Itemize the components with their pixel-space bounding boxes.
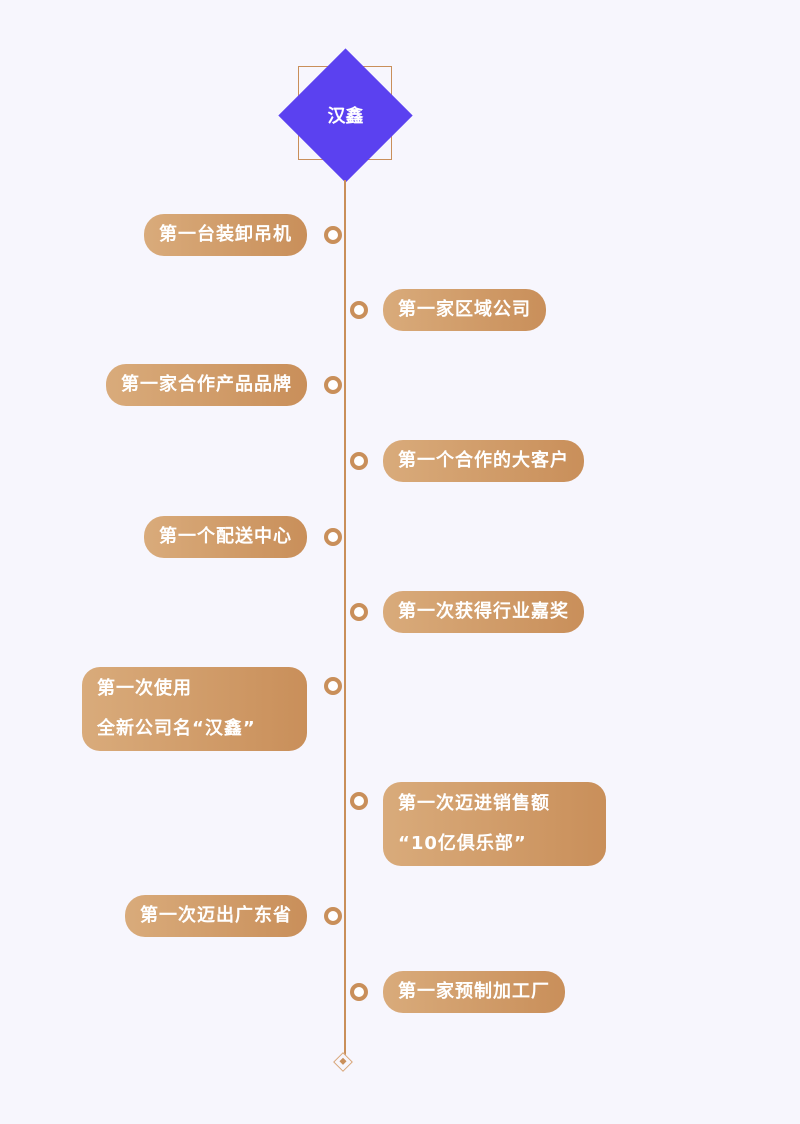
milestone-2: 第一家区域公司 [383,289,546,331]
milestone-10: 第一家预制加工厂 [383,971,565,1013]
milestone-3: 第一家合作产品品牌 [106,364,307,406]
timeline-dot [350,301,368,319]
timeline-line [344,180,346,1056]
milestone-4: 第一个合作的大客户 [383,440,584,482]
timeline-dot [350,792,368,810]
milestone-8: 第一次迈进销售额 “10亿俱乐部” [383,782,606,866]
timeline-dot [350,603,368,621]
timeline-end-diamond-icon [333,1052,353,1072]
timeline-dot [350,452,368,470]
timeline-dot [324,376,342,394]
milestone-9: 第一次迈出广东省 [125,895,307,937]
timeline-dot [324,677,342,695]
timeline-dot [350,983,368,1001]
timeline-dot [324,907,342,925]
milestone-6: 第一次获得行业嘉奖 [383,591,584,633]
milestone-7-line-2: 全新公司名“汉鑫” [97,718,256,739]
milestone-7-line-1: 第一次使用 [97,678,192,699]
milestone-7: 第一次使用 全新公司名“汉鑫” [82,667,307,751]
milestone-8-line-1: 第一次迈进销售额 [398,793,550,814]
timeline-dot [324,226,342,244]
milestone-5: 第一个配送中心 [144,516,307,558]
timeline-title: 汉鑫 [327,106,364,127]
milestone-1: 第一台装卸吊机 [144,214,307,256]
milestone-8-line-2: “10亿俱乐部” [398,833,527,854]
timeline-dot [324,528,342,546]
